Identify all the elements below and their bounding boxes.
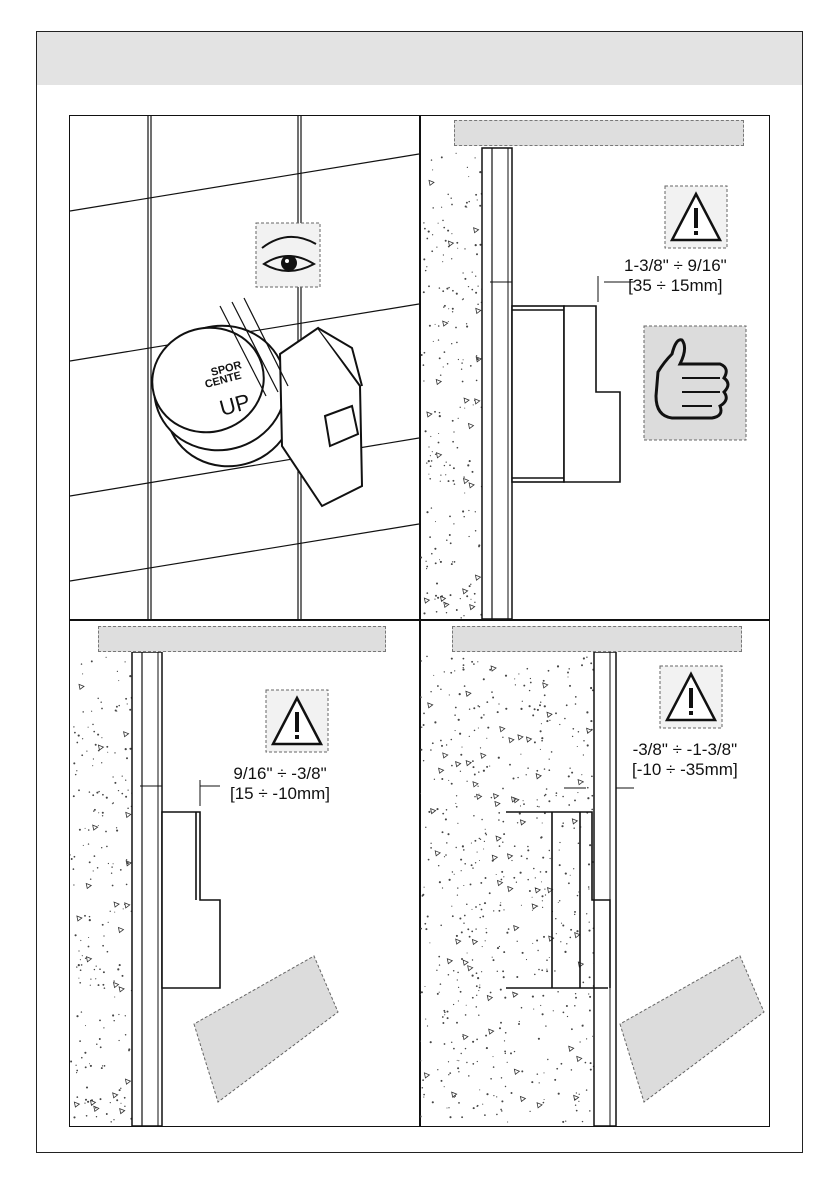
panel-c-caption [98,626,386,652]
dimension-inches: -3/8" ÷ -1-3/8" [632,740,738,760]
section-view-deep [420,620,769,1126]
panel-d-caption [452,626,742,652]
dimension-mm: [15 ÷ -10mm] [230,784,330,804]
concrete-wall [420,153,483,619]
bad-example-box [620,956,764,1102]
dimension-mm: [35 ÷ 15mm] [624,276,727,296]
panel-too-deep: -3/8" ÷ -1-3/8" [-10 ÷ -35mm] [420,620,769,1126]
dimension-mm: [-10 ÷ -35mm] [632,760,738,780]
dimension-label-d: -3/8" ÷ -1-3/8" [-10 ÷ -35mm] [632,740,738,780]
concrete-wall [420,656,595,1123]
concrete-wall [70,657,133,1123]
panel-shallow-depth: 9/16" ÷ -3/8" [15 ÷ -10mm] [70,620,419,1126]
tiled-wall-illustration: SPOR CENTE UP [70,116,419,619]
panel-b-caption [454,120,744,146]
dimension-inches: 9/16" ÷ -3/8" [230,764,330,784]
dimension-inches: 1-3/8" ÷ 9/16" [624,256,727,276]
panel-tiled-wall-view: SPOR CENTE UP [70,116,419,619]
dimension-label-c: 9/16" ÷ -3/8" [15 ÷ -10mm] [230,764,330,804]
section-view-shallow [70,620,419,1126]
section-view-correct [420,116,769,619]
dimension-label-b: 1-3/8" ÷ 9/16" [35 ÷ 15mm] [624,256,727,296]
header-bar [37,32,802,85]
panel-correct-depth: 1-3/8" ÷ 9/16" [35 ÷ 15mm] [420,116,769,619]
